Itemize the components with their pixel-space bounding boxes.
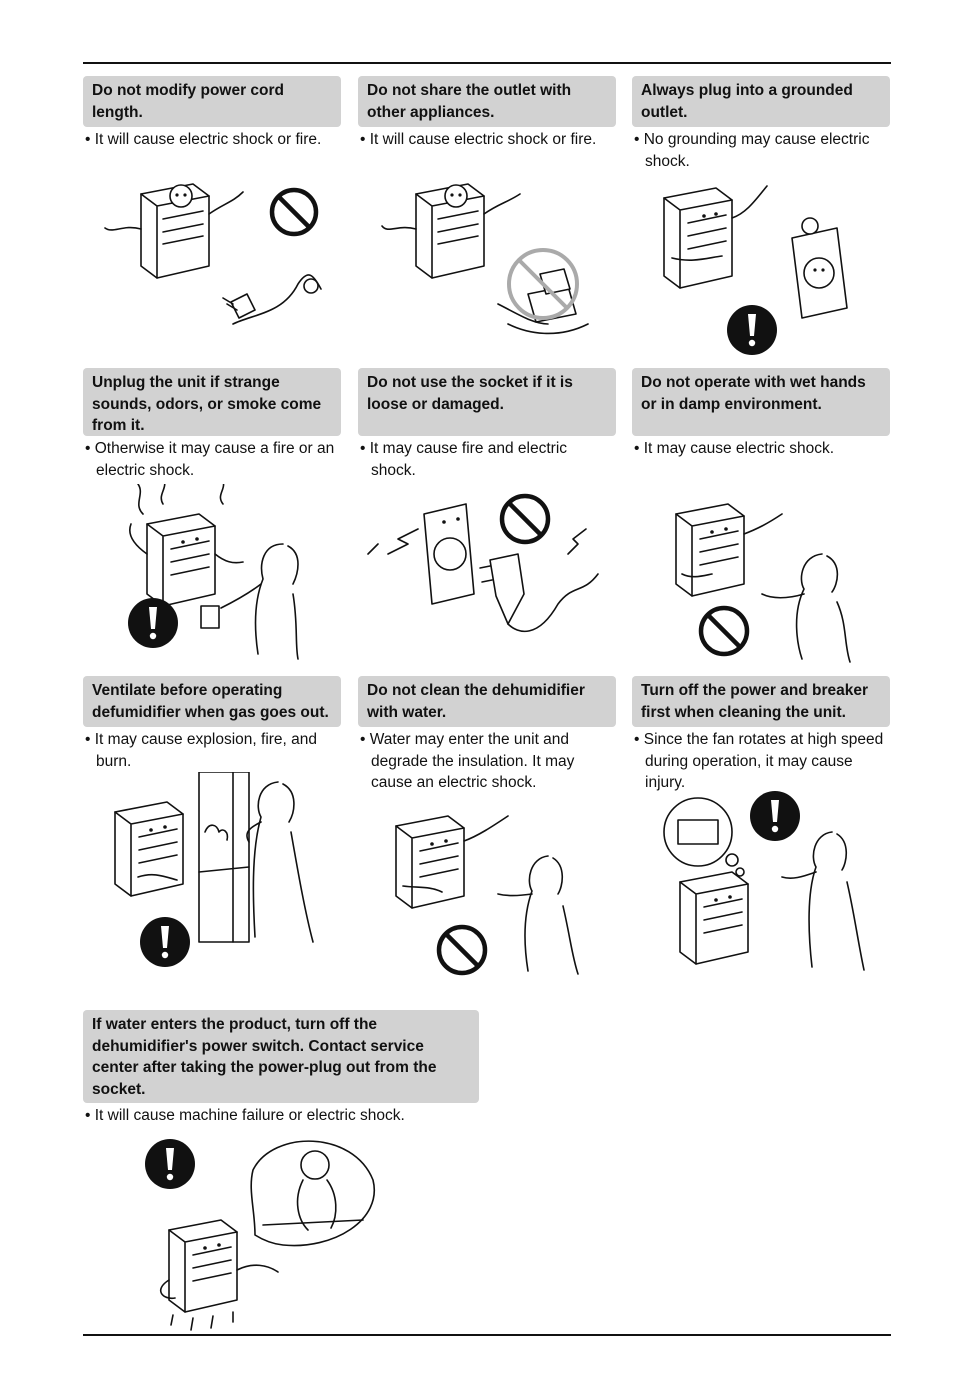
warning-panel-loose-socket: Do not use the socket if it is loose or … — [358, 368, 616, 633]
dehumidifier-character-icon — [129, 484, 299, 660]
panel-description: • Otherwise it may cause a fire or an el… — [85, 440, 335, 479]
dehumidifier-character-icon — [395, 815, 579, 975]
mandatory-action-icon — [145, 1139, 195, 1189]
dehumidifier-character-icon — [663, 797, 865, 971]
panel-description: • Since the fan rotates at high speed du… — [634, 731, 884, 791]
dehumidifier-character-icon — [104, 183, 244, 279]
warning-panel-unplug-strange: Unplug the unit if strange sounds, odors… — [83, 368, 341, 660]
mandatory-action-icon — [750, 791, 800, 841]
panel-description: • Water may enter the unit and degrade t… — [360, 731, 575, 791]
warning-panel-wet-hands: Do not operate with wet hands or in damp… — [632, 368, 890, 663]
panel-title: Do not share the outlet with other appli… — [358, 76, 616, 127]
prohibition-icon — [507, 248, 579, 320]
mandatory-action-icon — [140, 917, 190, 967]
panel-description: • It will cause electric shock or fire. — [85, 131, 322, 148]
plug-cord-icon — [222, 274, 322, 325]
warning-panel-cord-length: Do not modify power cord length. • It wi… — [83, 76, 341, 325]
dehumidifier-character-icon — [381, 183, 589, 335]
dehumidifier-character-icon — [663, 185, 848, 319]
panel-title: Turn off the power and breaker first whe… — [632, 676, 890, 727]
damaged-socket-icon — [367, 503, 599, 633]
panel-description: • It will cause electric shock or fire. — [360, 131, 597, 148]
panel-description: • It may cause fire and electric shock. — [360, 440, 568, 479]
panel-description: • No grounding may cause electric shock. — [634, 131, 870, 170]
dehumidifier-character-icon — [675, 503, 851, 663]
panel-title: If water enters the product, turn off th… — [83, 1010, 479, 1103]
panel-title: Ventilate before operating defumidifier … — [83, 676, 341, 727]
bottom-rule — [83, 1334, 891, 1336]
warning-panel-gas-ventilate: Ventilate before operating defumidifier … — [83, 676, 341, 967]
dehumidifier-character-icon — [159, 1140, 376, 1331]
mandatory-action-icon — [727, 305, 777, 355]
panel-title: Unplug the unit if strange sounds, odors… — [83, 368, 341, 436]
warning-panel-power-off-clean: Turn off the power and breaker first whe… — [632, 676, 890, 971]
warning-panel-water-enters: If water enters the product, turn off th… — [83, 1010, 479, 1331]
warning-panel-grounded-outlet: Always plug into a grounded outlet. • No… — [632, 76, 890, 355]
warning-panel-no-water-clean: Do not clean the dehumidifier with water… — [358, 676, 616, 976]
top-rule — [83, 62, 891, 64]
prohibition-icon — [436, 924, 488, 976]
panel-title: Do not operate with wet hands or in damp… — [632, 368, 890, 436]
panel-description: • It may cause electric shock. — [634, 440, 835, 457]
prohibition-icon — [269, 187, 319, 237]
panel-description: • It may cause explosion, fire, and burn… — [85, 731, 318, 770]
prohibition-icon — [698, 605, 750, 657]
panel-title: Do not use the socket if it is loose or … — [358, 368, 616, 436]
panel-description: • It will cause machine failure or elect… — [85, 1107, 405, 1124]
panel-title: Always plug into a grounded outlet. — [632, 76, 890, 127]
prohibition-icon — [499, 493, 551, 545]
dehumidifier-character-icon — [114, 772, 314, 943]
panel-title: Do not clean the dehumidifier with water… — [358, 676, 616, 727]
panel-title: Do not modify power cord length. — [83, 76, 341, 127]
warning-panel-share-outlet: Do not share the outlet with other appli… — [358, 76, 616, 335]
mandatory-action-icon — [128, 598, 178, 648]
